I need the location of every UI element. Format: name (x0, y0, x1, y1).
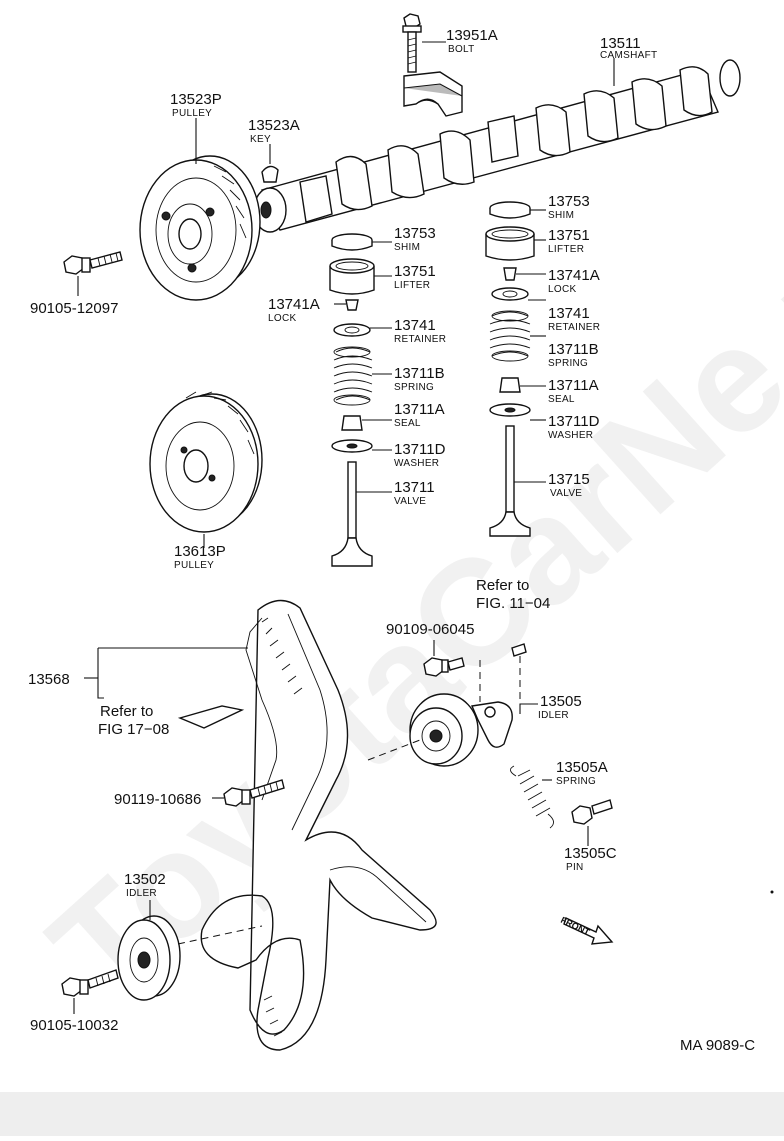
part-number-13753-left: 13753 (394, 225, 436, 242)
part-number-13711: 13711 (394, 479, 435, 496)
part-number-13568: 13568 (28, 671, 70, 688)
bolt-13951a-drawing (402, 13, 422, 73)
part-name-retainer-right: RETAINER (548, 322, 600, 333)
part-number-13741a-right: 13741A (548, 267, 600, 284)
part-name-lifter-left: LIFTER (394, 280, 430, 291)
part-number-13741a-left: 13741A (268, 296, 320, 313)
part-name-lifter-right: LIFTER (548, 244, 584, 255)
part-number-13523p: 13523P (170, 91, 222, 108)
fig-11-04-ref-line1: Refer to (476, 577, 529, 594)
fig-11-04-ref-line2: FIG. 11−04 (476, 595, 550, 612)
part-number-13511: 13511 (600, 35, 641, 52)
bolt-90119-10686-drawing (223, 779, 285, 807)
part-name-idler-lower: IDLER (126, 888, 157, 899)
part-name-lock-left: LOCK (268, 313, 296, 324)
front-arrow: FRONT (559, 915, 614, 945)
camshaft-bearing-cap (403, 71, 463, 117)
key-13523a-drawing (261, 165, 279, 183)
part-name-washer-right: WASHER (548, 430, 593, 441)
part-name-spring-left: SPRING (394, 382, 434, 393)
pin-13505c-drawing (571, 799, 613, 825)
spring-13505a-drawing (510, 765, 554, 829)
pulley-13613p-drawing (149, 391, 263, 533)
part-name-valve-right: VALVE (550, 488, 582, 499)
idler-13502-drawing (117, 915, 181, 1001)
part-number-13711b-right: 13711B (548, 341, 599, 358)
fig-17-08-ref-line1: Refer to (100, 703, 153, 720)
part-name-lock-right: LOCK (548, 284, 576, 295)
part-name-valve-left: VALVE (394, 496, 426, 507)
part-number-13505: 13505 (540, 693, 582, 710)
part-name-key: KEY (250, 134, 271, 145)
part-name-washer-left: WASHER (394, 458, 439, 469)
part-name-spring-right: SPRING (548, 358, 588, 369)
part-number-13951a: 13951A (446, 27, 498, 44)
part-number-13715: 13715 (548, 471, 590, 488)
part-name-seal-right: SEAL (548, 394, 575, 405)
diagram-code: MA 9089-C (680, 1037, 755, 1054)
part-number-13523a: 13523A (248, 117, 300, 134)
bolt-90109-06045-drawing (423, 657, 465, 677)
part-number-13753-right: 13753 (548, 193, 590, 210)
part-number-13505a: 13505A (556, 759, 608, 776)
bolt-90105-10032-drawing (61, 969, 119, 997)
dowel-pin-drawing (511, 643, 527, 657)
footer-band (0, 1092, 784, 1136)
camshaft-drawing (253, 59, 741, 233)
part-number-13711a-left: 13711A (394, 401, 445, 418)
part-number-13751-left: 13751 (394, 263, 436, 280)
part-number-13613p: 13613P (174, 543, 226, 560)
right-valve-stack-drawing (485, 201, 535, 537)
part-name-seal-left: SEAL (394, 418, 421, 429)
part-name-spring-idler: SPRING (556, 776, 596, 787)
left-valve-stack-drawing (329, 233, 375, 567)
part-number-13711d-left: 13711D (394, 441, 446, 458)
part-number-13505c: 13505C (564, 845, 617, 862)
part-name-pulley: PULLEY (172, 108, 212, 119)
part-number-13711b-left: 13711B (394, 365, 445, 382)
part-name-pulley-lower: PULLEY (174, 560, 214, 571)
part-number-90105-12097: 90105-12097 (30, 300, 118, 317)
timing-belt-drawing (200, 599, 437, 1051)
camshaft-pulley-drawing (139, 155, 261, 301)
fig-17-08-ref-line2: FIG 17−08 (98, 721, 169, 738)
part-name-retainer-left: RETAINER (394, 334, 446, 345)
part-name-bolt: BOLT (448, 44, 475, 55)
part-number-13502: 13502 (124, 871, 166, 888)
part-number-13711d-right: 13711D (548, 413, 600, 430)
part-name-idler-upper: IDLER (538, 710, 569, 721)
part-number-90109-06045: 90109-06045 (386, 621, 474, 638)
part-number-13711a-right: 13711A (548, 377, 599, 394)
part-number-13741-left: 13741 (394, 317, 436, 334)
part-name-shim-right: SHIM (548, 210, 574, 221)
front-arrow-label: FRONT (559, 915, 592, 938)
part-number-90119-10686: 90119-10686 (114, 791, 201, 808)
part-number-13751-right: 13751 (548, 227, 590, 244)
part-name-pin: PIN (566, 862, 584, 873)
part-number-13741-right: 13741 (548, 305, 590, 322)
part-name-shim-left: SHIM (394, 242, 420, 253)
bolt-90105-12097-drawing (63, 251, 123, 275)
part-number-90105-10032: 90105-10032 (30, 1017, 118, 1034)
fig-17-08-tag (177, 705, 245, 729)
part-name-camshaft: CAMSHAFT (600, 50, 657, 61)
idler-13505-drawing (409, 693, 513, 767)
